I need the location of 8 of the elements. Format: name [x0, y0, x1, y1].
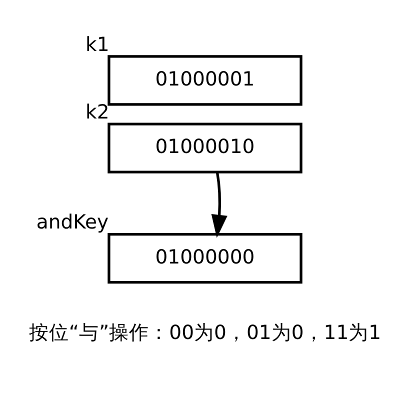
node-box: 01000001	[108, 55, 302, 106]
node-box: 01000010	[108, 122, 302, 174]
node-label: k1	[86, 32, 110, 56]
node-label: k2	[86, 100, 110, 124]
label: 按位“与”操作：00为0，01为0，11为1	[28, 320, 382, 344]
arrow	[211, 172, 228, 238]
node-box: 01000000	[108, 232, 302, 284]
node-label: andKey	[36, 210, 109, 234]
